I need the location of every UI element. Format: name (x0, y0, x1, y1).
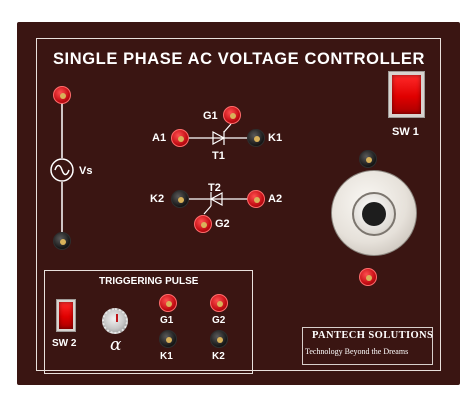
a1-terminal[interactable] (171, 129, 189, 147)
brand-box (302, 327, 433, 365)
k1-label: K1 (268, 132, 283, 144)
socket-bottom-terminal[interactable] (359, 268, 377, 286)
trigger-g2-terminal[interactable] (210, 294, 228, 312)
socket-pins (362, 202, 386, 226)
sw2-switch[interactable] (56, 299, 76, 332)
g2-terminal[interactable] (194, 215, 212, 233)
a2-label: A2 (268, 193, 283, 205)
triggering-pulse-section (44, 270, 253, 374)
a1-label: A1 (152, 132, 167, 144)
socket-top-terminal[interactable] (359, 150, 377, 168)
trigger-g1-terminal[interactable] (159, 294, 177, 312)
trigger-k1-label: K1 (160, 351, 173, 362)
sw1-label: SW 1 (392, 126, 419, 138)
g1-label: G1 (203, 110, 218, 122)
knob-icon[interactable] (102, 308, 128, 334)
brand-name: PANTECH SOLUTIONS (312, 330, 434, 341)
brand-tagline: Technology Beyond the Dreams (305, 347, 409, 356)
triggering-title: TRIGGERING PULSE (99, 276, 199, 287)
k2-terminal[interactable] (171, 190, 189, 208)
ac-source-icon (50, 158, 74, 182)
panel-frame (36, 38, 441, 371)
k2-label: K2 (150, 193, 165, 205)
panel-title: SINGLE PHASE AC VOLTAGE CONTROLLER (52, 50, 426, 68)
trigger-k1-terminal[interactable] (159, 330, 177, 348)
t2-label: T2 (208, 182, 221, 194)
t1-label: T1 (212, 150, 225, 162)
trigger-k2-terminal[interactable] (210, 330, 228, 348)
trigger-k2-label: K2 (212, 351, 225, 362)
g2-label: G2 (215, 218, 230, 230)
scr-icon (188, 123, 253, 146)
vs-bottom-terminal[interactable] (53, 232, 71, 250)
sw2-label: SW 2 (52, 338, 77, 349)
alpha-symbol: α (110, 335, 122, 355)
k1-terminal[interactable] (247, 129, 265, 147)
sw1-switch[interactable] (388, 71, 425, 118)
trigger-g1-label: G1 (160, 315, 174, 326)
source-label: Vs (79, 165, 93, 177)
trigger-g2-label: G2 (212, 315, 226, 326)
vs-top-terminal[interactable] (53, 86, 71, 104)
a2-terminal[interactable] (247, 190, 265, 208)
g1-terminal[interactable] (223, 106, 241, 124)
scr-icon (188, 191, 253, 215)
